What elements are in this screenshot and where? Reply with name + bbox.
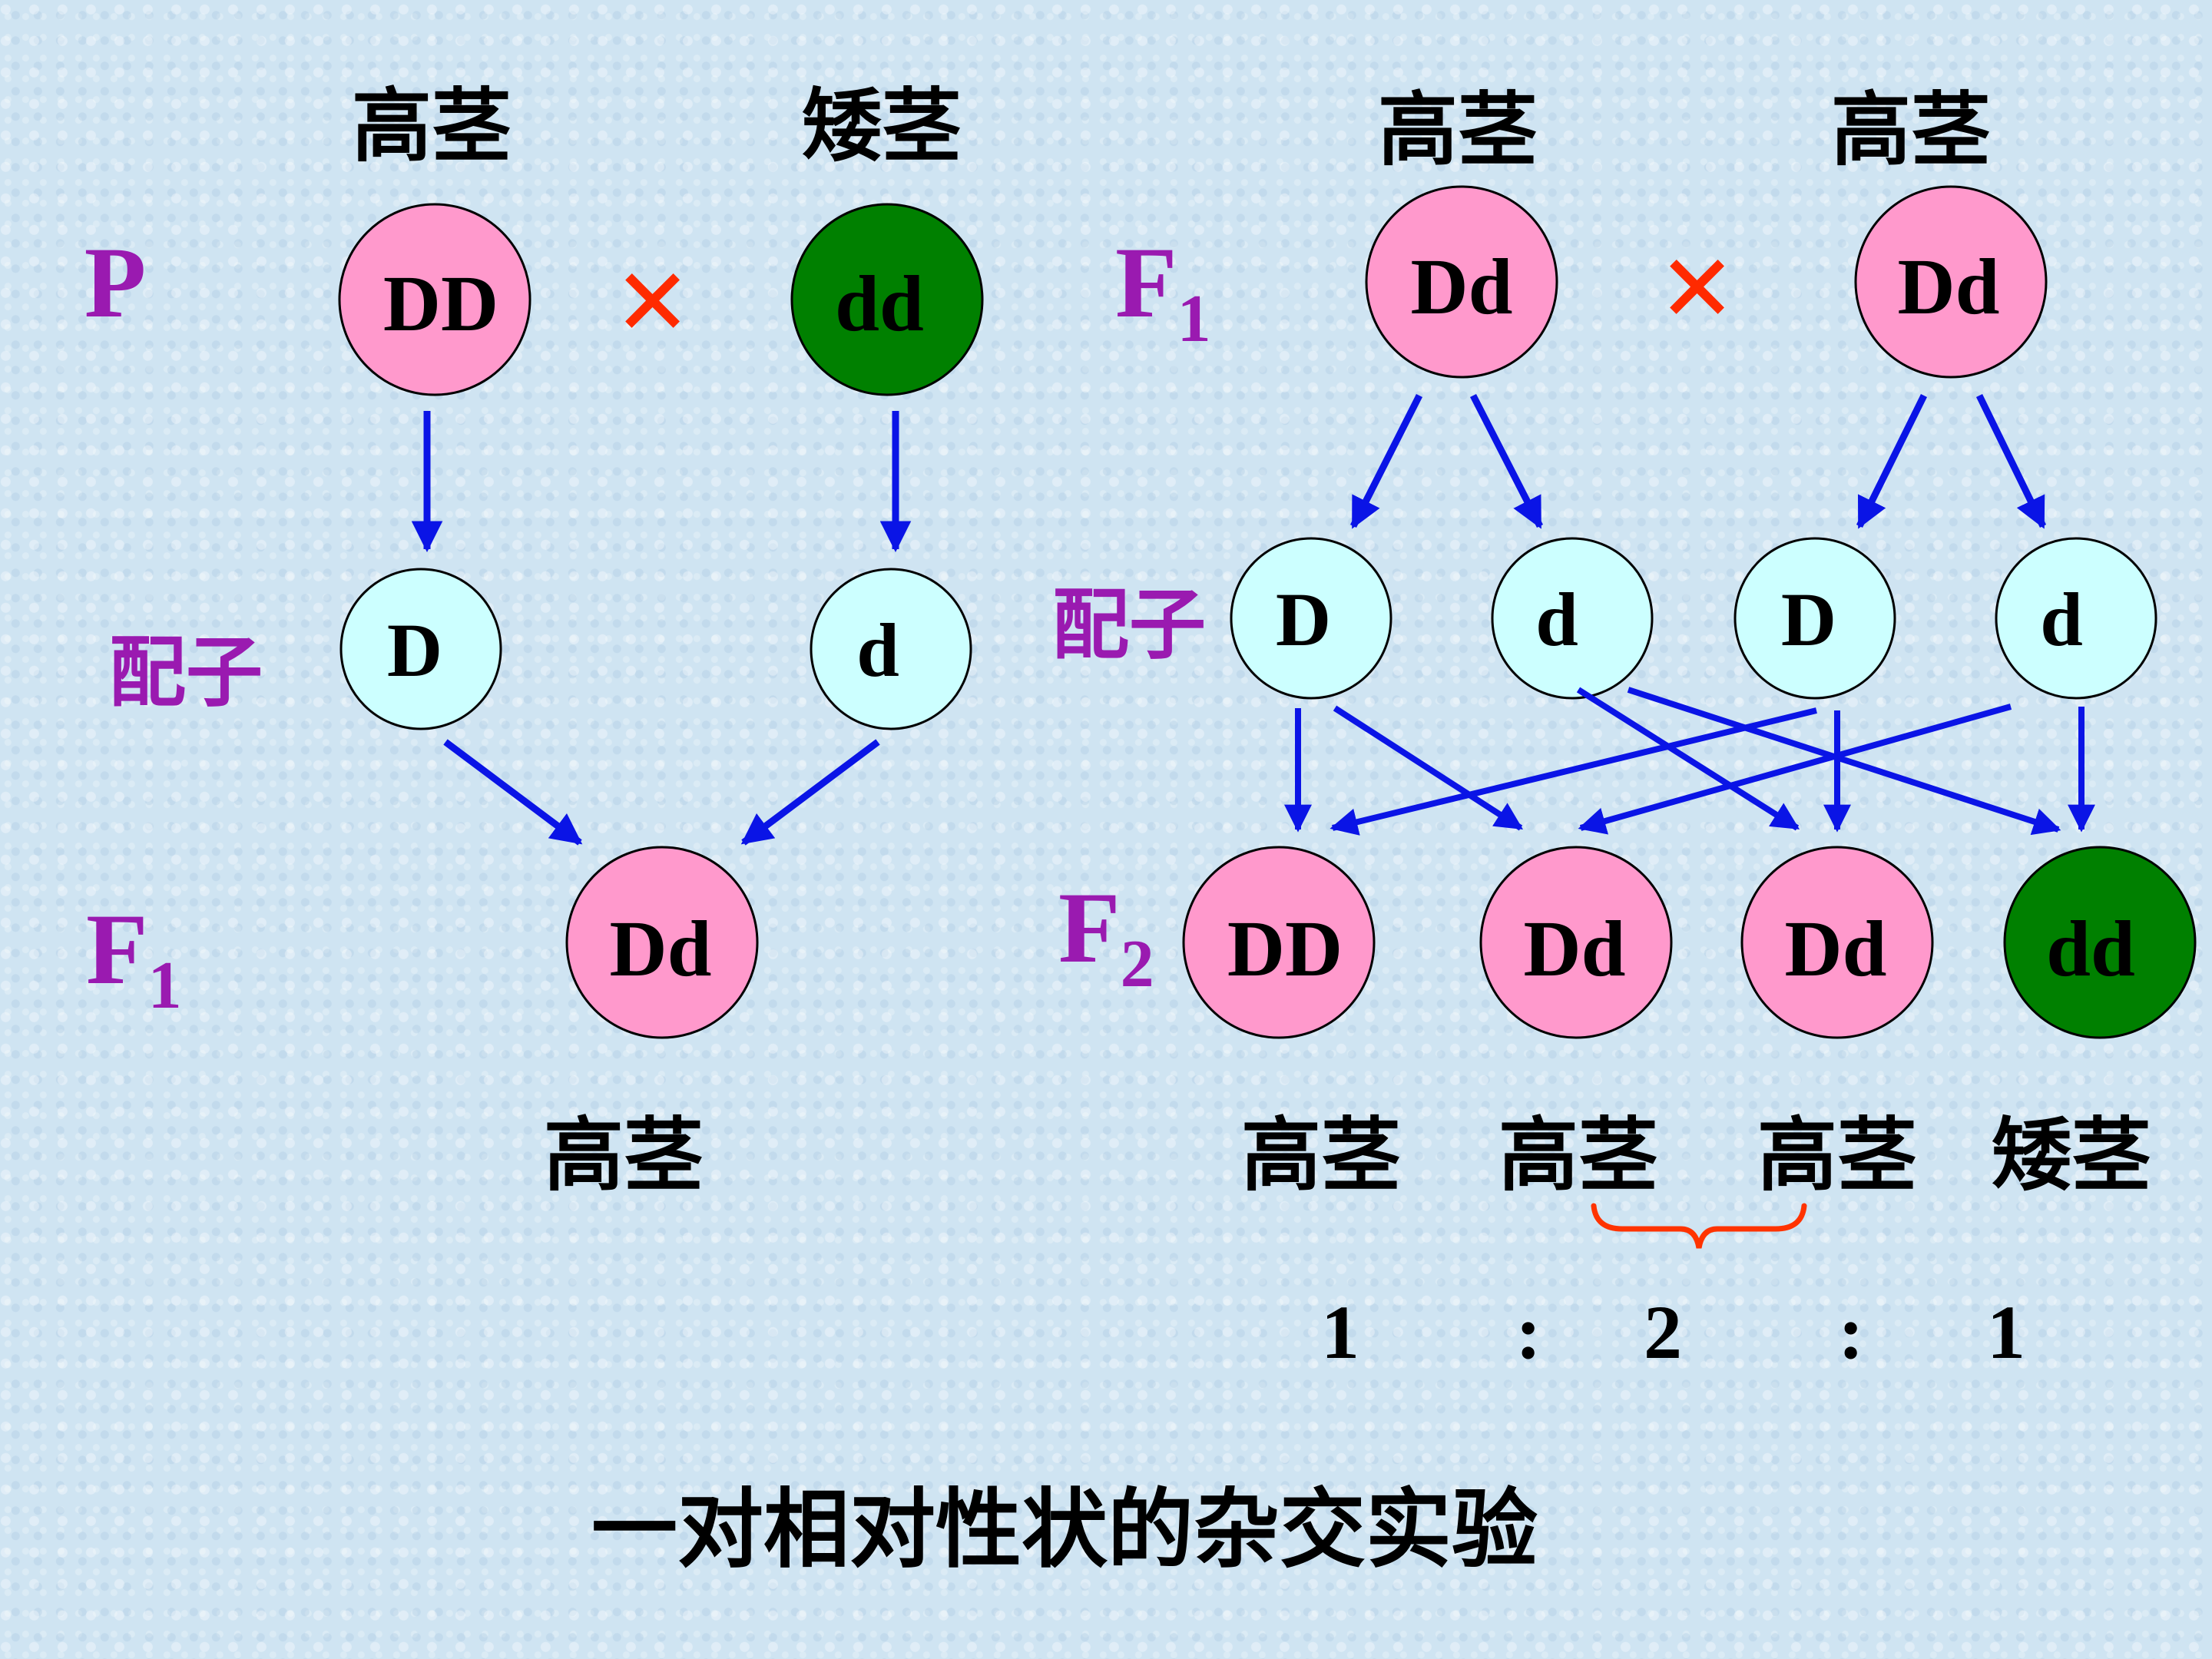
- left-gamete-D-allele: D: [387, 608, 442, 693]
- left-offspring-Dd: [565, 846, 759, 1039]
- right-arrow-p2-to-D: [1856, 394, 1928, 529]
- left-parent-dd: [790, 203, 984, 396]
- diagram-caption: 一对相对性状的杂交实验: [591, 1480, 1538, 1580]
- left-gamete-D: [339, 568, 502, 730]
- generation-label-f1-right: F1: [1115, 226, 1211, 356]
- right-offspring-label-2: 高茎: [1498, 1108, 1658, 1202]
- arrow-D2-to-DD: [1330, 707, 1817, 836]
- ratio-separator-1: :: [1515, 1290, 1541, 1375]
- right-offspring-Dd-1-genotype: Dd: [1524, 905, 1626, 993]
- arrow-d1-to-Dd2: [1576, 687, 1800, 831]
- ratio-value-3: 1: [1987, 1290, 2025, 1375]
- left-gamete-d: [810, 568, 972, 730]
- ratio-separator-2: :: [1838, 1290, 1863, 1375]
- right-arrow-p1-to-d: [1469, 393, 1544, 529]
- arrow-d2-to-Dd1: [1578, 704, 2012, 835]
- left-offspring-label: 高茎: [544, 1108, 704, 1202]
- right-offspring-dd: [2003, 846, 2197, 1039]
- left-offspring-Dd-genotype: Dd: [610, 905, 712, 993]
- right-offspring-DD-genotype: DD: [1227, 905, 1343, 993]
- left-parent-DD: [338, 203, 531, 396]
- left-arrow-D-to-Dd: [443, 739, 583, 846]
- left-arrow-d-to-Dd: [740, 739, 880, 846]
- right-gamete-d-2-allele: d: [2040, 577, 2083, 662]
- left-parent-dd-genotype: dd: [835, 260, 924, 348]
- left-cross: 高茎 矮茎 P DD dd × 配子 D d F1 Dd 高茎: [84, 79, 984, 1202]
- left-parent-label-tall: 高茎: [352, 79, 512, 173]
- right-gamete-D-2-allele: D: [1781, 577, 1836, 662]
- arrow-D1-to-Dd1: [1333, 705, 1524, 831]
- right-offspring-DD: [1182, 846, 1376, 1039]
- right-parent-Dd-1: [1365, 185, 1558, 379]
- right-gamete-D-2: [1734, 537, 1896, 700]
- right-cross: 高茎 高茎 F1 Dd Dd × 配子 D d D d F2 DD: [1052, 83, 2197, 1375]
- right-parent-label-1: 高茎: [1378, 83, 1538, 177]
- generation-label-f2: F2: [1058, 871, 1154, 1002]
- left-cross-symbol: ×: [616, 228, 690, 373]
- right-parent-Dd-2: [1854, 185, 2048, 379]
- right-gamete-label: 配子: [1052, 580, 1206, 670]
- right-gamete-D-1: [1230, 537, 1392, 700]
- right-offspring-dd-genotype: dd: [2046, 905, 2135, 993]
- right-gamete-d-2: [1995, 537, 2157, 700]
- right-offspring-label-4: 矮茎: [1992, 1108, 2151, 1202]
- right-parent-Dd-2-genotype: Dd: [1898, 243, 2000, 331]
- arrow-d1-to-dd: [1627, 687, 2061, 836]
- ratio-value-1: 1: [1321, 1290, 1359, 1375]
- left-gamete-d-allele: d: [856, 608, 899, 693]
- right-offspring-Dd-2-genotype: Dd: [1785, 905, 1887, 993]
- right-gamete-D-1-allele: D: [1276, 577, 1331, 662]
- generation-label-p: P: [84, 226, 147, 339]
- left-parent-label-dwarf: 矮茎: [802, 79, 962, 173]
- right-offspring-Dd-2: [1740, 846, 1934, 1039]
- right-parent-Dd-1-genotype: Dd: [1411, 243, 1513, 331]
- left-gamete-label: 配子: [109, 628, 263, 717]
- left-parent-DD-genotype: DD: [383, 260, 498, 348]
- right-gamete-d-1-allele: d: [1535, 577, 1578, 662]
- right-gamete-d-1: [1491, 537, 1654, 700]
- right-offspring-label-3: 高茎: [1757, 1108, 1917, 1202]
- heterozygote-brace: [1591, 1203, 1807, 1249]
- right-offspring-Dd-1: [1479, 846, 1673, 1039]
- right-cross-symbol: ×: [1661, 214, 1735, 359]
- right-arrow-p2-to-d: [1975, 394, 2047, 529]
- right-arrow-p1-to-D: [1349, 393, 1423, 529]
- generation-label-f1-left: F1: [86, 892, 182, 1023]
- right-offspring-label-1: 高茎: [1241, 1108, 1401, 1202]
- right-parent-label-2: 高茎: [1831, 83, 1991, 177]
- ratio-value-2: 2: [1644, 1290, 1682, 1375]
